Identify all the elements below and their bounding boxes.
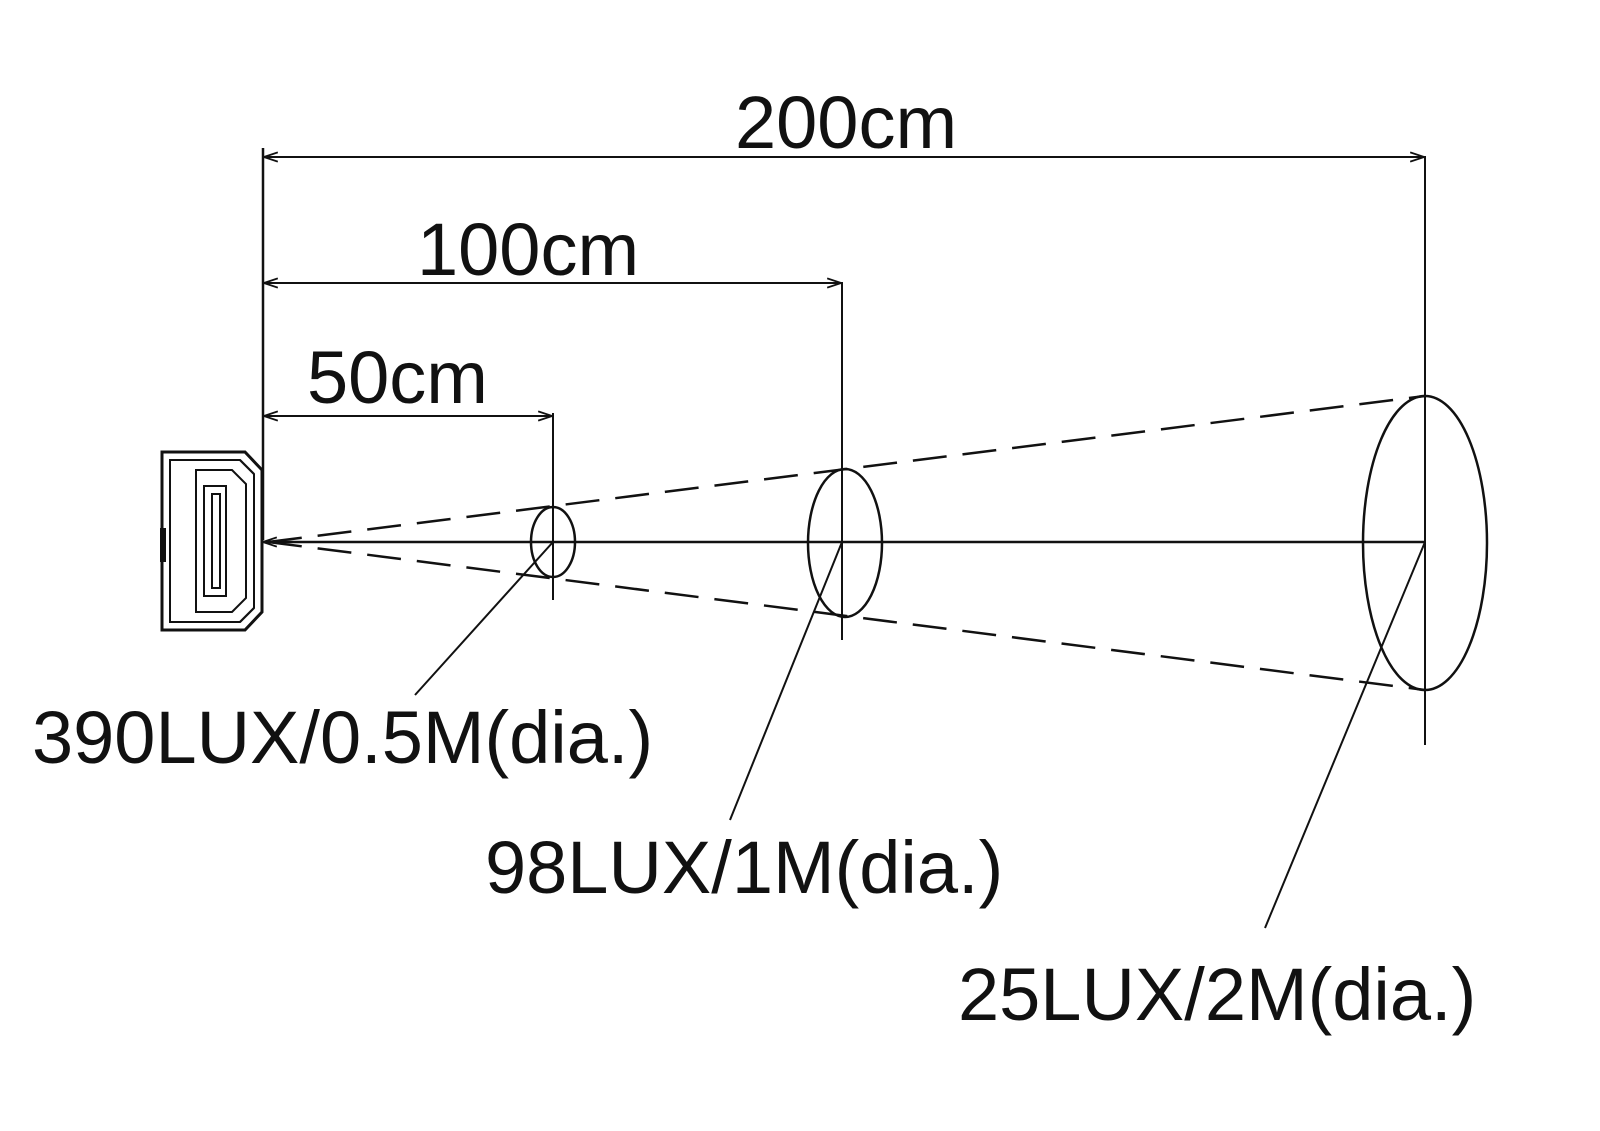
beam-spot-1m bbox=[806, 467, 884, 619]
dimension-label-100cm: 100cm bbox=[417, 208, 639, 291]
leader-line-1m bbox=[729, 541, 843, 821]
leader-line-0.5m bbox=[414, 541, 554, 696]
dimension-label-50cm: 50cm bbox=[307, 336, 488, 419]
leader-line-2m bbox=[1264, 541, 1426, 929]
callout-label-0.5m: 390LUX/0.5M(dia.) bbox=[32, 696, 653, 779]
callout-label-1m: 98LUX/1M(dia.) bbox=[485, 826, 1003, 909]
beam-spot-2m bbox=[1361, 394, 1489, 692]
callout-label-2m: 25LUX/2M(dia.) bbox=[958, 953, 1476, 1036]
beam-spot-0.5m bbox=[529, 505, 577, 579]
dimension-label-200cm: 200cm bbox=[735, 81, 957, 164]
lamp-fixture bbox=[160, 450, 264, 632]
